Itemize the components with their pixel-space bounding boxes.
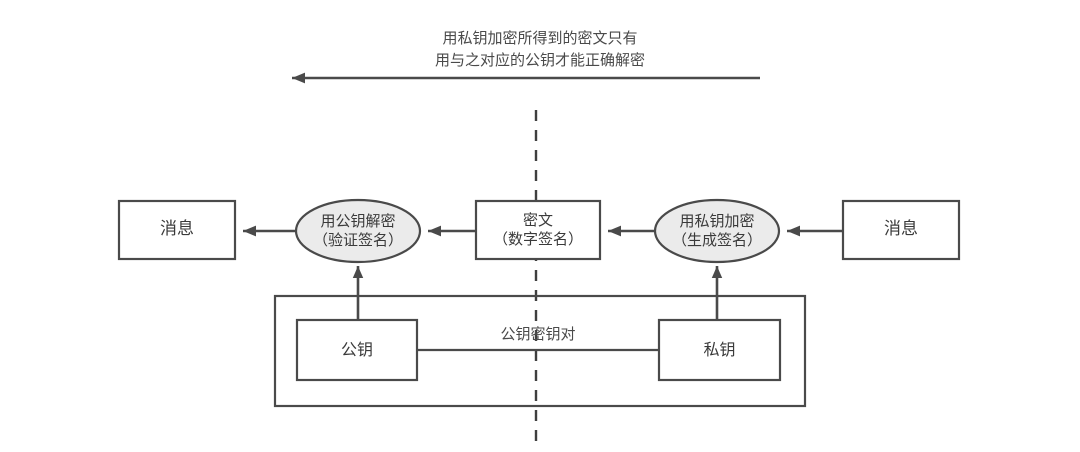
ciphertext-box xyxy=(474,199,602,261)
message-right-box xyxy=(841,199,961,261)
encrypt-private-ellipse xyxy=(653,198,781,264)
top-annotation-line-1: 用私钥加密所得到的密文只有 xyxy=(442,29,638,47)
key-pair-group-text: 公钥密钥对 xyxy=(500,325,576,343)
top-annotation-line-2: 用与之对应的公钥才能正确解密 xyxy=(434,50,645,69)
decrypt-public-ellipse xyxy=(294,198,422,264)
message-left-box xyxy=(117,199,237,261)
top-annotation: 用私钥加密所得到的密文只有 用与之对应的公钥才能正确解密 xyxy=(340,28,740,72)
public-key-box xyxy=(295,318,419,382)
key-pair-group-box xyxy=(273,294,807,408)
private-key-box xyxy=(657,318,782,382)
key-pair-group-label: 公钥密钥对 xyxy=(438,323,638,344)
